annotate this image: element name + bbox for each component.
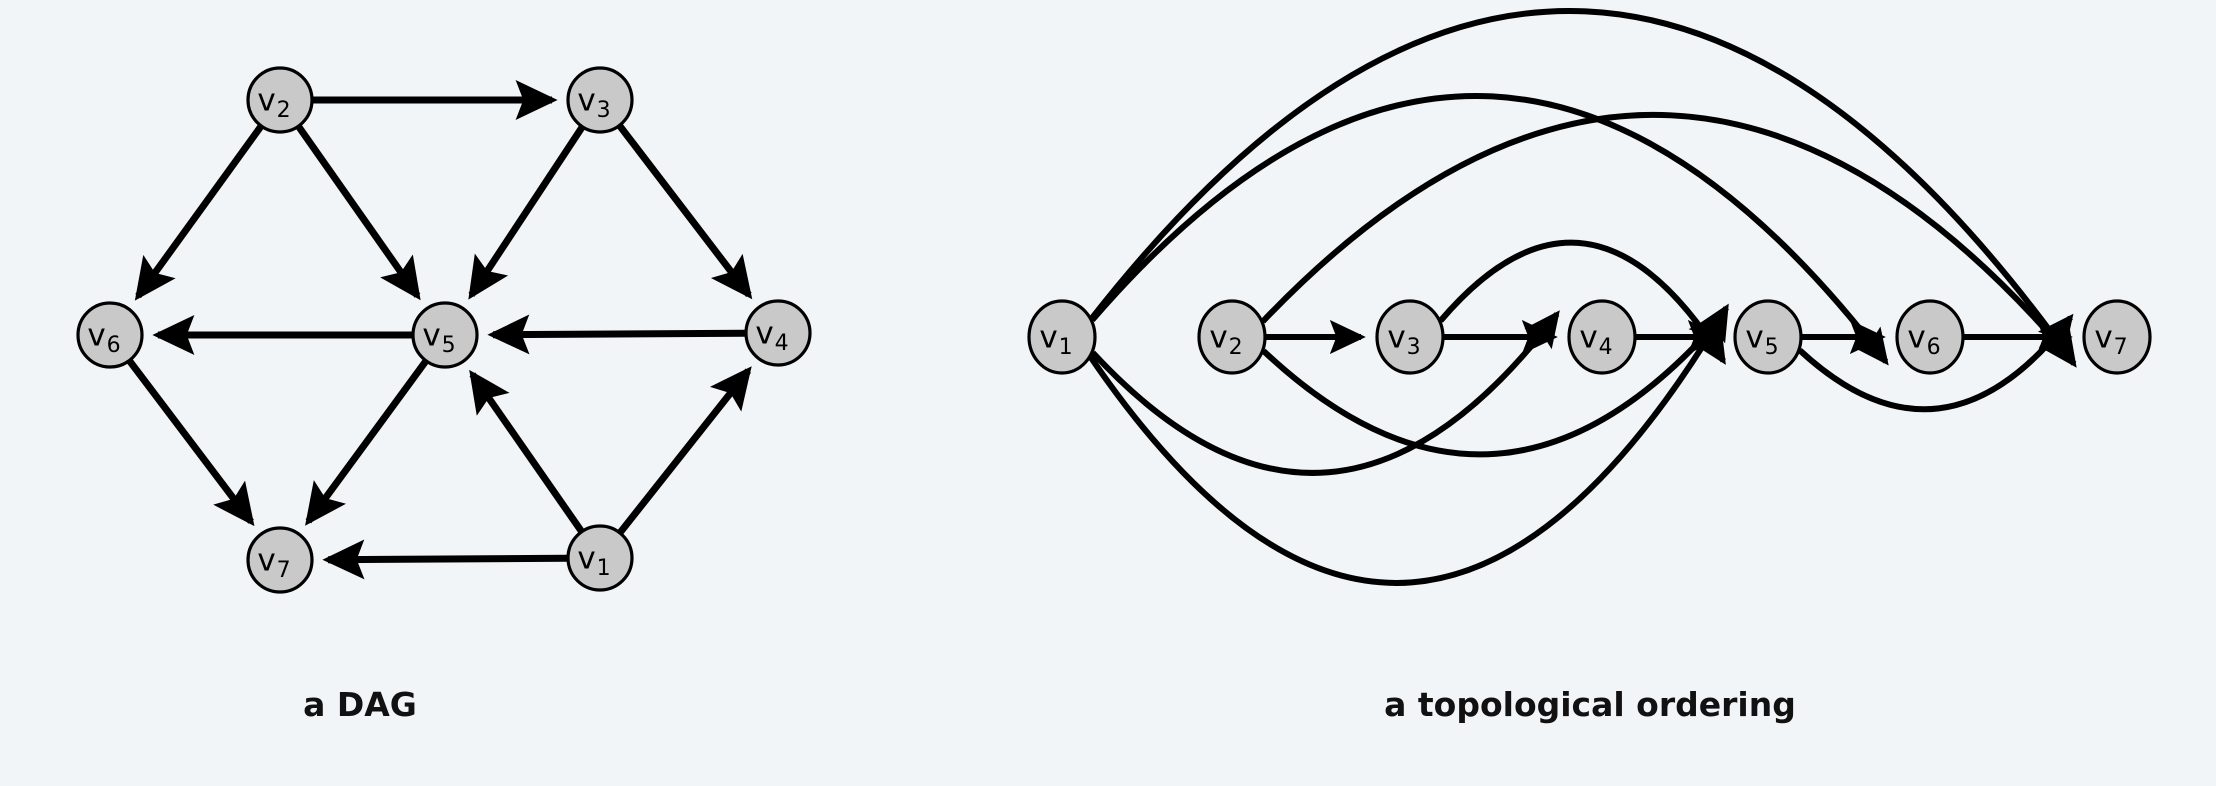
topo-node-layer: v1 v2 v3 v4 v5 v6 v7 xyxy=(1027,299,2152,375)
graph-node-dag-v6[interactable]: v6 xyxy=(76,301,144,369)
graph-edge-topological-ordering-v1-to-v6 xyxy=(1089,93,1889,366)
graph-edge-topological-ordering-v1-to-v4 xyxy=(1090,310,1560,476)
node-label: v6 xyxy=(1907,320,1940,361)
dag-node-layer: v1 v2 v3 v4 v5 v6 v7 xyxy=(76,66,812,594)
graph-edge-topological-ordering-v1-to-v7 xyxy=(1089,8,2077,368)
caption-a-dag: a DAG xyxy=(303,685,417,724)
graph-edge-topological-ordering-v1-to-v5 xyxy=(1088,303,1729,586)
graph-node-dag-v2[interactable]: v2 xyxy=(246,66,314,134)
graph-node-dag-v4[interactable]: v4 xyxy=(744,299,812,367)
graph-edge-topological-ordering-v5-to-v7 xyxy=(1797,313,2074,413)
graph-node-topological-ordering-v6[interactable]: v6 xyxy=(1895,299,1965,375)
graph-edge-dag-v3-to-v4 xyxy=(617,124,753,300)
graph-edge-topological-ordering-v3-to-v5 xyxy=(1438,239,1726,365)
dag-edge-layer xyxy=(127,80,753,580)
graph-edge-dag-v5-to-v7 xyxy=(305,359,429,526)
graph-edge-topological-ordering-v2-to-v5 xyxy=(1261,312,1725,458)
node-label: v5 xyxy=(422,318,455,359)
graph-edge-dag-v4-to-v5 xyxy=(487,314,746,355)
graph-node-topological-ordering-v2[interactable]: v2 xyxy=(1197,299,1267,375)
graph-edge-dag-v3-to-v5 xyxy=(468,125,585,300)
graph-node-dag-v7[interactable]: v7 xyxy=(246,526,314,594)
caption-a-topological-ordering: a topological ordering xyxy=(1384,685,1796,724)
graph-edge-dag-v1-to-v5 xyxy=(469,369,585,533)
graph-node-topological-ordering-v5[interactable]: v5 xyxy=(1733,299,1803,375)
graph-edge-dag-v1-to-v7 xyxy=(322,539,568,580)
graph-edge-dag-v6-to-v7 xyxy=(127,359,255,527)
graph-node-dag-v1[interactable]: v1 xyxy=(566,524,634,592)
graph-node-topological-ordering-v4[interactable]: v4 xyxy=(1567,299,1637,375)
node-label: v7 xyxy=(257,543,290,584)
graph-node-topological-ordering-v3[interactable]: v3 xyxy=(1375,299,1445,375)
graph-edge-dag-v1-to-v4 xyxy=(617,366,752,535)
graph-edge-dag-v2-to-v5 xyxy=(296,124,421,301)
graph-node-topological-ordering-v7[interactable]: v7 xyxy=(2082,299,2152,375)
graph-node-dag-v3[interactable]: v3 xyxy=(566,66,634,134)
graph-node-topological-ordering-v1[interactable]: v1 xyxy=(1027,299,1097,375)
topo-edge-layer xyxy=(1088,8,2077,586)
graph-node-dag-v5[interactable]: v5 xyxy=(411,301,479,369)
graph-edge-topological-ordering-v2-to-v7 xyxy=(1260,111,2075,364)
graph-edge-dag-v2-to-v6 xyxy=(134,124,264,301)
node-label: v4 xyxy=(755,316,788,357)
